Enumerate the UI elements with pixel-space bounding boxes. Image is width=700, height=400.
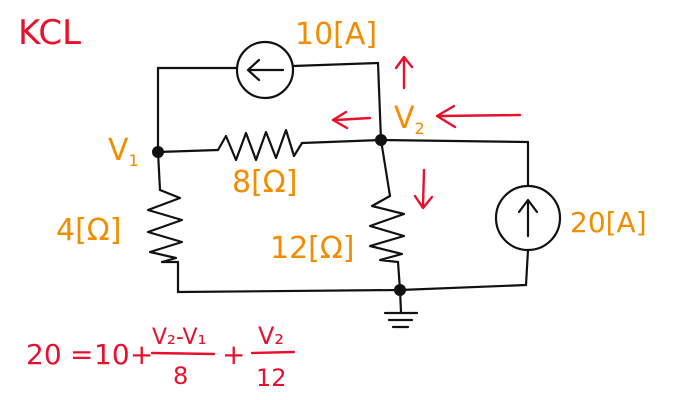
current-arrow-down-icon <box>413 168 434 210</box>
current-arrow-up-icon <box>394 55 414 90</box>
fraction-2-denominator: 12 <box>256 364 287 392</box>
wire-v2-to-12ohm <box>379 138 392 198</box>
node-v2-label: V2 <box>394 101 425 138</box>
wire-right-top-branch <box>376 61 383 142</box>
fraction-2-numerator: V₂ <box>258 322 284 350</box>
wire-bottom-right <box>398 283 528 292</box>
current-source-top <box>235 40 295 100</box>
fraction-1-denominator: 8 <box>173 362 188 390</box>
equation-equals: = <box>70 338 93 371</box>
ground-icon <box>383 288 419 329</box>
wire-source-to-bottom <box>524 248 530 287</box>
current-arrow-into-v2-icon <box>435 104 522 129</box>
resistor-8-ohm-label: 8[Ω] <box>232 165 297 200</box>
wire-top-right <box>291 61 380 68</box>
source-top-label: 10[A] <box>295 17 377 52</box>
resistor-4-ohm <box>146 188 184 264</box>
kcl-equation: 20 = 10 + V₂-V₁ 8 + V₂ 12 <box>26 322 296 392</box>
equation-term-1: 10 <box>94 338 130 371</box>
equation-plus-2: + <box>222 338 245 371</box>
resistor-8-ohm <box>216 128 304 162</box>
equation-lhs: 20 <box>26 338 62 371</box>
node-v2-dot <box>375 134 387 146</box>
node-v1-dot <box>152 146 164 158</box>
source-top-circle <box>235 40 295 100</box>
fraction-1-bar <box>150 351 216 356</box>
source-right-circle <box>494 184 562 252</box>
current-source-right <box>494 184 562 252</box>
fraction-2-bar <box>250 350 296 355</box>
arrow-up-icon <box>517 198 539 238</box>
wire-left-lower <box>156 150 162 192</box>
wire-v2-to-right <box>379 138 530 144</box>
node-v1-label: V1 <box>108 133 139 170</box>
title: KCL <box>18 13 81 53</box>
wire-bottom-left <box>176 288 402 294</box>
wire-v1-to-8ohm <box>156 148 220 154</box>
equation-plus-1: + <box>130 338 153 371</box>
wire-8ohm-to-v2 <box>300 138 383 145</box>
arrow-left-icon <box>246 58 285 82</box>
current-arrow-left-icon <box>331 110 372 130</box>
fraction-1-numerator: V₂-V₁ <box>152 325 206 350</box>
resistor-12-ohm-label: 12[Ω] <box>270 231 355 266</box>
source-right-label: 20[A] <box>570 206 647 239</box>
resistor-4-ohm-label: 4[Ω] <box>56 213 121 248</box>
resistor-12-ohm <box>368 194 406 264</box>
wire-4ohm-to-bottom <box>160 260 180 294</box>
